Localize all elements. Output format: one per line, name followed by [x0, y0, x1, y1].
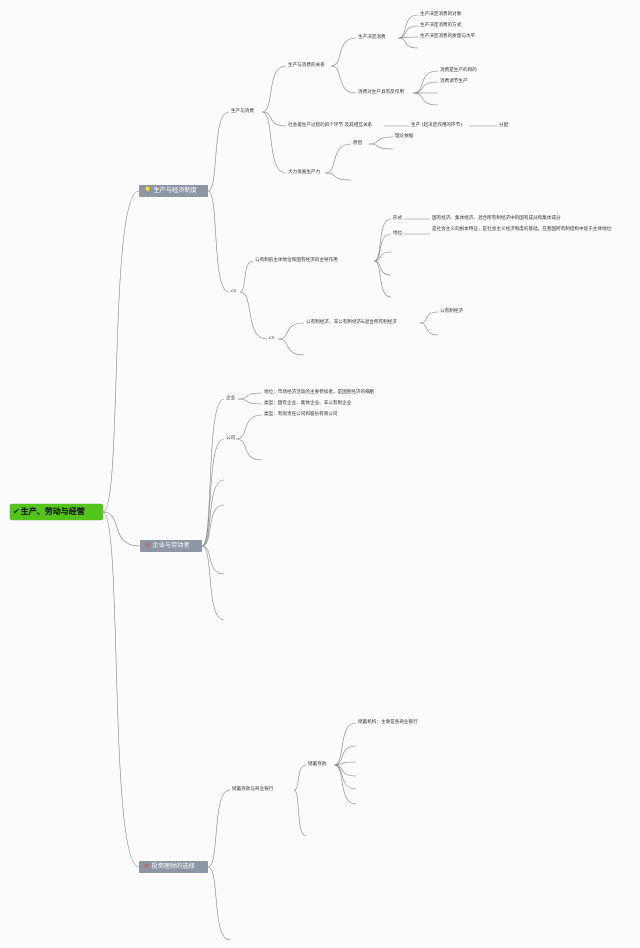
root-to-branch3 — [102, 511, 140, 868]
savings-connector — [333, 764, 357, 805]
savings-connector — [333, 722, 357, 766]
cn2-to-blank — [277, 338, 305, 356]
node-production-decides[interactable]: 生产决定消费 — [358, 35, 386, 40]
root-label: 生产、劳动与经营 — [20, 507, 85, 516]
public-connector — [373, 251, 392, 262]
node-decide-quality[interactable]: 生产决定消费的质量与水平 — [420, 34, 476, 39]
cn1-to-public — [239, 260, 254, 293]
prodcons-connector — [261, 65, 287, 113]
public-connector — [373, 260, 392, 298]
public-connector — [373, 233, 392, 262]
branch-production-economy[interactable]: 💡生产与经济制度 — [139, 185, 208, 197]
node-reason[interactable]: 原因 — [353, 141, 363, 146]
root-node[interactable]: ✔生产、劳动与经营 — [10, 504, 103, 520]
node-decide-method[interactable]: 生产决定消费的方式 — [420, 23, 462, 28]
node-status[interactable]: 地位 — [393, 231, 403, 236]
node-distribution[interactable]: 分配 — [499, 123, 509, 128]
enterprise-connector — [237, 392, 263, 400]
nonpublic-connector — [419, 311, 439, 324]
node-cn-2[interactable]: cn — [269, 336, 275, 341]
nonpublic-connector — [419, 322, 439, 336]
node-status-value[interactable]: 是社会主义的根本特征，是社会主义经济制度的基础，在我国所有制结构中处于主体地位 — [432, 227, 612, 232]
node-theoretical-basis[interactable]: 理论依据 — [395, 134, 414, 139]
node-cn-1[interactable]: cn — [231, 289, 237, 294]
decides-connector — [397, 37, 419, 49]
node-public-economy[interactable]: 公有制经济 — [440, 309, 463, 314]
develop-to-blank — [324, 172, 352, 181]
b2-connector — [201, 504, 225, 547]
enterprise-connector — [237, 398, 263, 405]
cn2-to-nonpublic — [277, 322, 305, 340]
tools-icon: ⚒ — [145, 542, 151, 549]
public-connector — [373, 260, 392, 276]
node-decide-object[interactable]: 生产决定消费的对象 — [420, 12, 462, 17]
b2-connector — [201, 398, 225, 547]
public-connector — [373, 218, 392, 262]
node-company-types[interactable]: 类型：有限责任公司和股份有限公司 — [264, 412, 338, 417]
develop-to-reason — [324, 143, 352, 174]
reacts-connector — [412, 81, 439, 94]
b2-connector — [201, 545, 225, 621]
node-develop-productivity[interactable]: 大力发展生产力 — [288, 170, 321, 175]
node-enterprise-types[interactable]: 类型：国有企业、集体企业、非公有制企业 — [264, 401, 352, 406]
relationship-connector — [330, 65, 357, 94]
node-relationship[interactable]: 生产与消费的关系 — [288, 63, 325, 68]
company-connector — [235, 414, 263, 440]
node-consumption-purpose[interactable]: 消费是生产的目的 — [440, 68, 477, 73]
b1-to-prodcons — [207, 111, 230, 192]
b2-connector — [201, 438, 225, 547]
node-enterprise[interactable]: 企业 — [226, 396, 236, 401]
root-to-branch1 — [102, 190, 140, 513]
node-four-links[interactable]: 社会再生产过程的四个环节 及其相互关系 — [288, 123, 373, 128]
lightbulb-icon: 💡 — [144, 187, 152, 194]
decides-connector — [397, 25, 419, 39]
check-icon: ✔ — [13, 507, 20, 516]
node-nonpublic-economy[interactable]: 公有制经济、非公有制经济&混合所有制经济 — [306, 320, 397, 325]
savingsbank-connector — [293, 789, 307, 837]
relationship-connector — [330, 37, 357, 67]
node-consumption-regulates[interactable]: 消费调节生产 — [440, 79, 468, 84]
node-public-ownership[interactable]: 公有制的主体地位和国有经济的主导作用 — [255, 258, 338, 263]
b2-connector — [201, 545, 225, 575]
prodcons-connector — [261, 111, 287, 174]
prodcons-connector — [261, 111, 287, 127]
decides-connector — [397, 14, 419, 39]
node-form[interactable]: 形式 — [393, 216, 403, 221]
b3-connector — [207, 789, 231, 868]
node-production-consumption[interactable]: 生产与消费 — [231, 109, 254, 114]
branch-investment[interactable]: ⚒投资理财的选择 — [139, 861, 208, 873]
node-form-value[interactable]: 国有经济、集体经济、混合所有制经济中的国有成分和集体成分 — [432, 216, 561, 221]
cn1-to-cn2 — [239, 291, 268, 340]
reason-to-blank — [368, 143, 394, 150]
node-savings[interactable]: 储蓄存款 — [308, 762, 327, 767]
reacts-connector — [412, 70, 439, 94]
node-company[interactable]: 公司 — [226, 436, 236, 441]
node-consumption-reacts[interactable]: 消费对生产具有反作用 — [358, 90, 404, 95]
node-enterprise-status[interactable]: 地位：市场经济活动的主要参加者，是国民经济的细胞 — [264, 390, 375, 395]
b3-connector — [207, 866, 231, 941]
branch-enterprise-labor[interactable]: ⚒企业与劳动者 — [140, 540, 202, 552]
reason-to-basis — [368, 136, 394, 145]
b2-connector — [201, 479, 225, 547]
root-to-branch2 — [102, 511, 141, 547]
b1-to-cn1 — [207, 190, 230, 293]
savingsbank-connector — [293, 764, 307, 791]
node-production-decisive[interactable]: 生产 (起决定作用的环节) — [411, 123, 462, 128]
reacts-connector — [412, 92, 439, 106]
company-connector — [235, 438, 263, 461]
node-savings-bank[interactable]: 储蓄存款与商业银行 — [232, 787, 274, 792]
savings-connector — [333, 764, 357, 790]
tools-icon: ⚒ — [144, 863, 150, 870]
savings-connector — [333, 745, 357, 766]
node-savings-institution[interactable]: 储蓄机构：主要是各商业银行 — [358, 720, 418, 725]
